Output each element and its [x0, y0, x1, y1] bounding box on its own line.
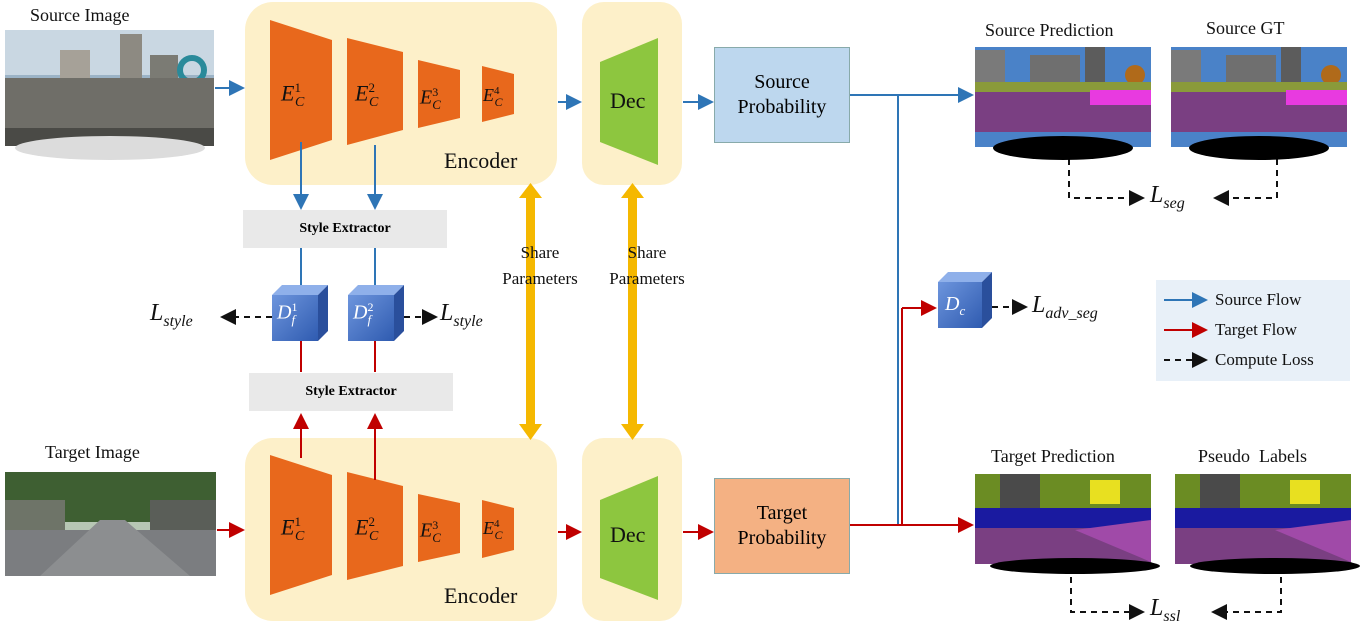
target-e2-label: E2C	[355, 514, 379, 544]
source-probability-box: Source Probability	[714, 47, 850, 143]
legend-compute-loss: Compute Loss	[1215, 350, 1314, 369]
loss-style-left: Lstyle	[150, 300, 193, 330]
target-encoder-block-2	[347, 472, 403, 580]
discriminator-dc-cube	[938, 272, 992, 328]
legend-target-flow: Target Flow	[1215, 320, 1298, 339]
share-parameters-label-2: Share Parameters	[609, 243, 685, 288]
df1-label: D1f	[277, 300, 298, 327]
target-encoder-label: Encoder	[444, 583, 518, 608]
target-encoder-block-1	[270, 455, 332, 595]
source-prediction-image	[975, 47, 1151, 160]
style-extractor-bottom: Style Extractor	[249, 373, 453, 411]
loss-adv-seg: Ladv_seg	[1032, 292, 1098, 322]
loss-ssl: Lssl	[1150, 595, 1181, 625]
source-encoder-label: Encoder	[444, 148, 518, 173]
target-prediction-label: Target Prediction	[991, 446, 1115, 466]
source-e1-label: E1C	[281, 80, 305, 110]
share-arrow-encoder	[519, 183, 542, 440]
style-extractor-top: Style Extractor	[243, 210, 447, 248]
target-image-label: Target Image	[45, 442, 140, 462]
source-decoder-block	[600, 38, 658, 165]
target-e3-label: E3C	[420, 518, 441, 545]
source-image-label: Source Image	[30, 5, 130, 25]
source-encoder-block-4	[482, 66, 514, 122]
target-decoder-block	[600, 476, 658, 600]
discriminator-df1-cube	[272, 285, 328, 341]
df2-label: D2f	[353, 300, 374, 327]
target-prediction-image	[975, 474, 1160, 574]
source-encoder-block-2	[347, 38, 403, 145]
discriminator-df2-cube	[348, 285, 404, 341]
legend-source-flow: Source Flow	[1215, 290, 1302, 309]
source-prediction-label: Source Prediction	[985, 20, 1114, 40]
target-dec-label: Dec	[610, 522, 646, 547]
target-e1-label: E1C	[281, 514, 305, 544]
source-encoder-block-1	[270, 20, 332, 160]
target-probability-box: Target Probability	[714, 478, 850, 574]
source-dec-label: Dec	[610, 88, 646, 113]
target-encoder-block-4	[482, 500, 514, 558]
source-e4-label: E4C	[483, 85, 503, 109]
source-encoder-block-3	[418, 60, 460, 128]
source-gt-image	[1171, 47, 1347, 160]
target-image	[5, 472, 216, 576]
source-image	[5, 30, 214, 160]
source-e3-label: E3C	[420, 85, 441, 112]
share-parameters-label-1: Share Parameters	[502, 243, 578, 288]
target-encoder-block-3	[418, 494, 460, 562]
share-arrow-decoder	[621, 183, 644, 440]
target-e4-label: E4C	[483, 518, 503, 542]
pseudo-labels-image	[1175, 474, 1360, 574]
source-e2-label: E2C	[355, 80, 379, 110]
pseudo-labels-label: Pseudo Labels	[1198, 446, 1307, 466]
loss-style-right: Lstyle	[440, 300, 483, 330]
source-gt-label: Source GT	[1206, 18, 1285, 38]
loss-seg: Lseg	[1150, 182, 1185, 212]
dc-label: Dc	[945, 293, 966, 318]
